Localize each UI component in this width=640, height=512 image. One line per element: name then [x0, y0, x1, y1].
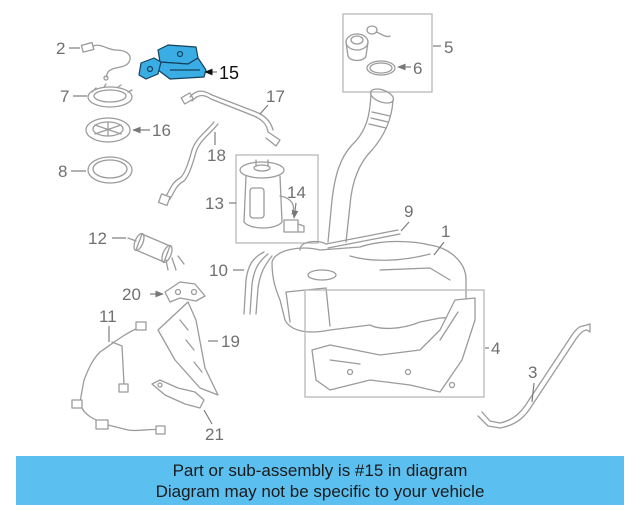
part-4-drawing [311, 297, 476, 393]
part-6-drawing [366, 60, 396, 76]
callout-group-14: 14 [287, 183, 306, 219]
callout-group-2: 2 [56, 39, 80, 58]
part-18-drawing [157, 121, 219, 207]
callout-6: 6 [413, 59, 422, 78]
callout-group-9: 9 [400, 202, 413, 232]
callout-9-leader [400, 221, 410, 232]
callout-17: 17 [266, 87, 285, 106]
part-21-drawing [151, 379, 205, 409]
part-14-drawing [283, 219, 305, 233]
banner-line-2: Diagram may not be specific to your vehi… [155, 482, 485, 501]
callout-10: 10 [209, 261, 228, 280]
parts-diagram: 2 15 7 16 8 [56, 13, 591, 444]
part-8-drawing [87, 156, 133, 184]
part-16-drawing [85, 117, 131, 143]
callout-group-1: 1 [433, 222, 450, 256]
callout-21: 21 [205, 425, 224, 444]
callout-group-5: 5 [433, 38, 453, 57]
callout-7: 7 [60, 87, 69, 106]
part-5-drawing [345, 25, 391, 62]
part-11-drawing [71, 321, 166, 435]
callout-group-12: 12 [88, 229, 126, 248]
part-5-box [342, 13, 433, 93]
callout-15: 15 [219, 63, 239, 83]
callout-16: 16 [152, 121, 171, 140]
callout-group-6: 6 [397, 59, 422, 78]
part-19-drawing [157, 301, 219, 396]
part-1-drawing [271, 240, 467, 333]
callout-19: 19 [221, 332, 240, 351]
callout-3-leader [531, 382, 535, 403]
callout-8: 8 [58, 162, 67, 181]
callout-group-10: 10 [209, 261, 244, 280]
callout-group-4: 4 [485, 339, 500, 358]
callout-18: 18 [207, 146, 226, 165]
callout-9: 9 [404, 202, 413, 221]
part-17-drawing [180, 90, 281, 147]
callout-group-7: 7 [60, 87, 87, 106]
callout-group-3: 3 [528, 363, 537, 403]
info-banner: Part or sub-assembly is #15 in diagram D… [16, 456, 624, 505]
callout-group-20: 20 [122, 285, 164, 304]
callout-group-19: 19 [208, 332, 240, 351]
callout-13: 13 [205, 194, 224, 213]
callout-12: 12 [88, 229, 107, 248]
part-3-drawing [477, 323, 591, 429]
part-10-drawing [243, 251, 273, 315]
callout-group-21: 21 [203, 409, 224, 444]
callout-11: 11 [99, 307, 117, 326]
callout-1-leader [433, 241, 445, 256]
callout-21-leader [203, 409, 213, 425]
part-9-drawing [325, 229, 401, 249]
callout-5: 5 [444, 38, 453, 57]
callout-group-18: 18 [207, 132, 226, 165]
callout-20: 20 [122, 285, 141, 304]
banner-line-1: Part or sub-assembly is #15 in diagram [172, 461, 468, 480]
callout-group-13: 13 [205, 194, 236, 213]
part-7-drawing [87, 83, 133, 108]
callout-14: 14 [287, 183, 306, 202]
callout-2: 2 [56, 39, 65, 58]
part-12-drawing [127, 232, 185, 271]
part-13-drawing [239, 159, 295, 229]
callout-14-arrow [291, 202, 299, 219]
part-13-box [235, 154, 319, 244]
filler-neck-drawing [327, 88, 395, 243]
callout-group-17: 17 [259, 87, 285, 115]
callout-3: 3 [528, 363, 537, 382]
callout-1: 1 [441, 222, 450, 241]
part-15-highlighted-drawing [138, 44, 207, 80]
callout-group-8: 8 [58, 162, 86, 181]
callout-4: 4 [491, 339, 500, 358]
part-4-box [304, 289, 485, 398]
callout-17-leader [259, 104, 269, 115]
part-2-drawing [80, 41, 131, 81]
callout-group-11: 11 [99, 307, 117, 342]
callout-group-16: 16 [132, 121, 171, 140]
part-20-drawing [164, 281, 206, 303]
callout-group-15: 15 [204, 63, 239, 83]
